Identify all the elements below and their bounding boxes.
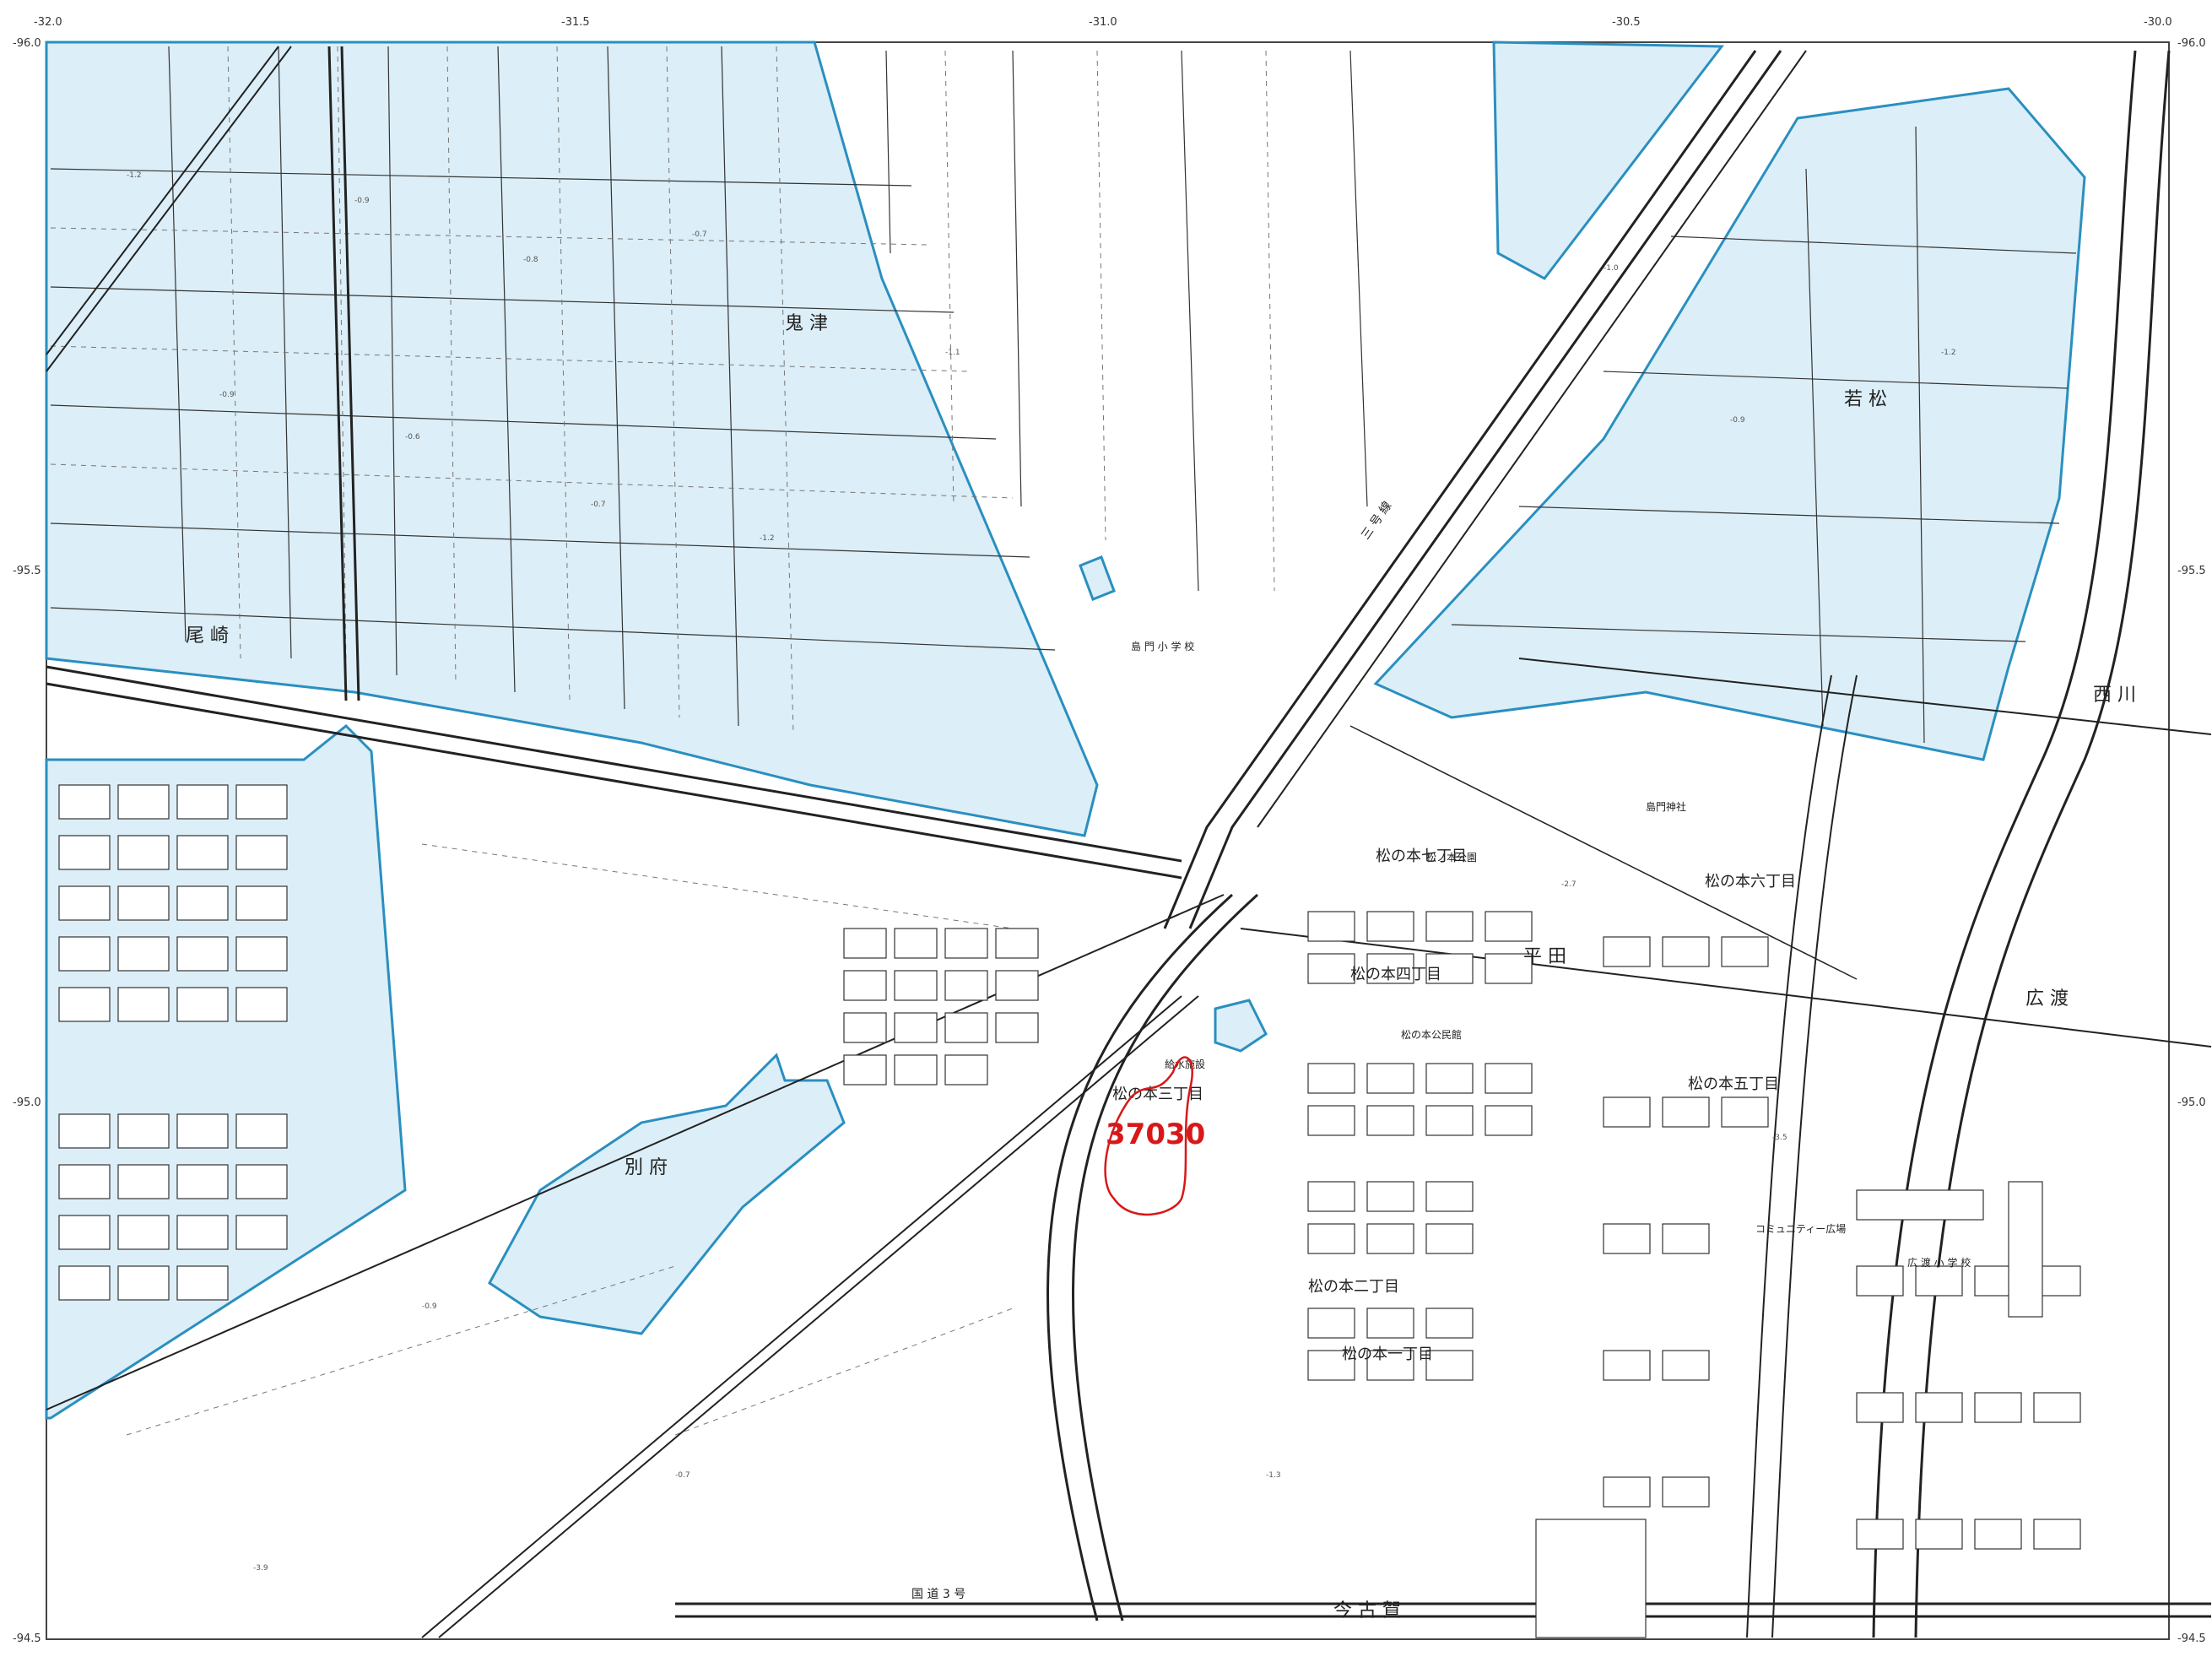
svg-text:-3.5: -3.5 xyxy=(1772,1134,1787,1142)
label-hirowatari: 広 渡 xyxy=(2025,988,2069,1010)
zone-onitsu-ozaki xyxy=(45,41,1099,837)
svg-text:-1.2: -1.2 xyxy=(1941,349,1956,357)
coord-left-low: -95.0 xyxy=(13,1096,41,1109)
label-kyuyokumado: 給水施設 xyxy=(1165,1058,1205,1070)
svg-text:-1.1: -1.1 xyxy=(945,349,960,357)
svg-text:-2.7: -2.7 xyxy=(1561,880,1577,889)
label-matsumoto-park: 松ノ本公園 xyxy=(1426,852,1477,864)
coord-x-mid: -31.0 xyxy=(1089,16,1117,29)
label-beppu: 別 府 xyxy=(625,1157,668,1178)
label-shimakado-school: 島 門 小 学 校 xyxy=(1131,640,1194,652)
label-matsumoto5: 松の本五丁目 xyxy=(1688,1075,1779,1093)
label-matsumoto3: 松の本三丁目 xyxy=(1112,1086,1203,1103)
svg-text:-1.0: -1.0 xyxy=(1604,264,1619,273)
svg-text:-0.6: -0.6 xyxy=(405,433,420,441)
label-community: コミュニティー広場 xyxy=(1755,1223,1846,1235)
label-hirowatari-school: 広 渡 小 学 校 xyxy=(1907,1256,1971,1269)
facility-labels: 島 門 小 学 校 広 渡 小 学 校 松ノ本公園 松の本公民館 給水施設 コミ… xyxy=(1131,640,1971,1269)
coord-x-left: -32.0 xyxy=(34,16,62,29)
zone-wakamatsu-north xyxy=(1492,41,1724,280)
label-heida: 平 田 xyxy=(1523,946,1566,967)
coord-bottom-right: -94.5 xyxy=(2177,1632,2206,1645)
coord-x-right: -30.0 xyxy=(2144,16,2172,29)
svg-text:-0.8: -0.8 xyxy=(523,256,538,264)
label-matsumoto6: 松の本六丁目 xyxy=(1705,873,1796,891)
svg-text:-1.2: -1.2 xyxy=(127,171,142,180)
svg-text:-1.3: -1.3 xyxy=(1266,1471,1281,1480)
label-matsumoto-hall: 松の本公民館 xyxy=(1401,1028,1462,1041)
coord-x-q1: -31.5 xyxy=(561,16,590,29)
elevation-spots: -1.2 -0.9 -0.8 -0.7 -0.9 -0.6 -0.7 -1.2 -1.1 -… xyxy=(127,171,1956,1573)
district-labels: 鬼 津 尾 崎 若 松 別 府 広 渡 今 古 賀 西 川 平 田 xyxy=(186,313,2136,1622)
paddy-grid xyxy=(50,46,2077,744)
label-matsumoto4: 松の本四丁目 xyxy=(1350,966,1441,983)
label-matsumoto7: 松の本七丁目 xyxy=(1376,847,1467,865)
label-national3: 国 道 3 号 xyxy=(911,1588,965,1601)
coord-right-mid: -95.5 xyxy=(2177,565,2206,577)
label-wakamatsu: 若 松 xyxy=(1844,389,1887,410)
coord-top-right: -96.0 xyxy=(2177,37,2206,50)
svg-text:-0.9: -0.9 xyxy=(1730,416,1745,425)
plot-lines xyxy=(50,46,1275,1436)
building-blocks xyxy=(58,784,2081,1638)
svg-text:-0.9: -0.9 xyxy=(422,1302,437,1311)
zone-small-1 xyxy=(1079,555,1268,1053)
label-imafuru: 今 古 賀 xyxy=(1333,1600,1401,1622)
label-nishikawa: 西 川 xyxy=(2093,685,2136,706)
svg-text:-0.9: -0.9 xyxy=(354,197,370,205)
coord-x-q3: -30.5 xyxy=(1612,16,1641,29)
chome-labels: 松の本七丁目 松の本六丁目 松の本五丁目 松の本四丁目 松の本三丁目 松の本二丁… xyxy=(1112,847,1796,1363)
svg-text:-0.9: -0.9 xyxy=(219,391,235,399)
highlight-area: 37030 xyxy=(1104,1056,1205,1216)
svg-text:-0.7: -0.7 xyxy=(591,501,606,509)
label-ozaki: 尾 崎 xyxy=(186,625,229,647)
label-matsumoto2: 松の本二丁目 xyxy=(1308,1278,1399,1296)
label-onitsu: 鬼 津 xyxy=(785,313,828,334)
coord-labels: -96.0 -96.0 -95.5 -95.5 -95.0 -95.0 -94.… xyxy=(13,16,2206,1645)
zone-beppu xyxy=(488,1053,846,1335)
coord-top-left: -96.0 xyxy=(13,37,41,50)
highlight-label: 37030 xyxy=(1106,1118,1205,1151)
zone-wakamatsu xyxy=(1373,87,2086,761)
roads xyxy=(46,46,2212,1638)
svg-text:-3.9: -3.9 xyxy=(253,1564,268,1573)
label-matsumoto1: 松の本一丁目 xyxy=(1342,1345,1433,1363)
label-shrine: 島門神社 xyxy=(1646,800,1686,813)
svg-text:-1.2: -1.2 xyxy=(760,534,775,543)
svg-text:-0.7: -0.7 xyxy=(675,1471,690,1480)
coord-right-low: -95.0 xyxy=(2177,1096,2206,1109)
svg-text:-0.7: -0.7 xyxy=(692,230,707,239)
coord-left-mid: -95.5 xyxy=(13,565,41,577)
coord-bottom-left: -94.5 xyxy=(13,1632,41,1645)
